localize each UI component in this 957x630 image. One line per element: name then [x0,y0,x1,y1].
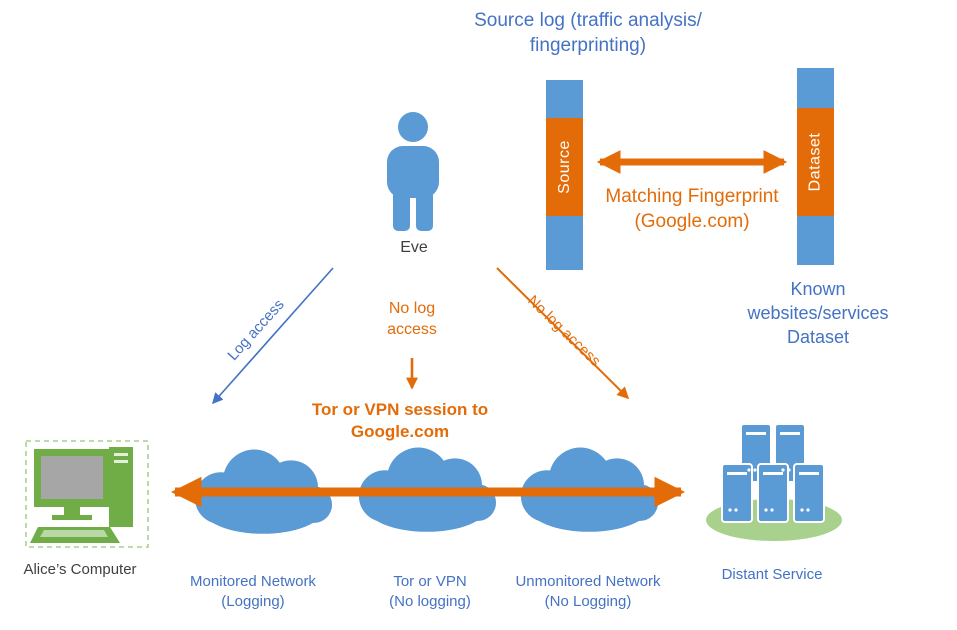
no-log-access-right-arrow [496,267,630,400]
cloud-label-tor-vpn: Tor or VPN (No logging) [389,573,471,610]
dataset-bar-highlight: Dataset [797,108,834,216]
dataset-bar-label: Dataset [806,132,824,192]
cloud-label-monitored-network: Monitored Network (Logging) [190,573,316,610]
alice-computer-label: Alice’s Computer [23,561,137,578]
cloud-label-unmonitored-network: Unmonitored Network (No Logging) [515,573,661,610]
source-bar: Source [546,80,583,270]
source-bar-highlight: Source [546,118,583,216]
session-label: Tor or VPN session to Google.com [311,400,489,442]
dataset-bar: Dataset [797,68,834,265]
dataset-caption: Known websites/services Dataset [747,279,889,347]
source-bar-label: Source [555,140,573,194]
alice-computer-icon [25,440,149,548]
log-access-arrow [212,267,334,405]
distant-service-icon [706,423,842,541]
distant-service-label: Distant Service [721,566,823,583]
diagram-title: Source log (traffic analysis/ fingerprin… [474,10,702,57]
eve-label: Eve [400,239,428,256]
no-log-access-center-label: No log access [387,300,437,339]
eve-person-icon [387,112,439,231]
matching-fingerprint-label: Matching Fingerprint (Google.com) [605,186,779,233]
